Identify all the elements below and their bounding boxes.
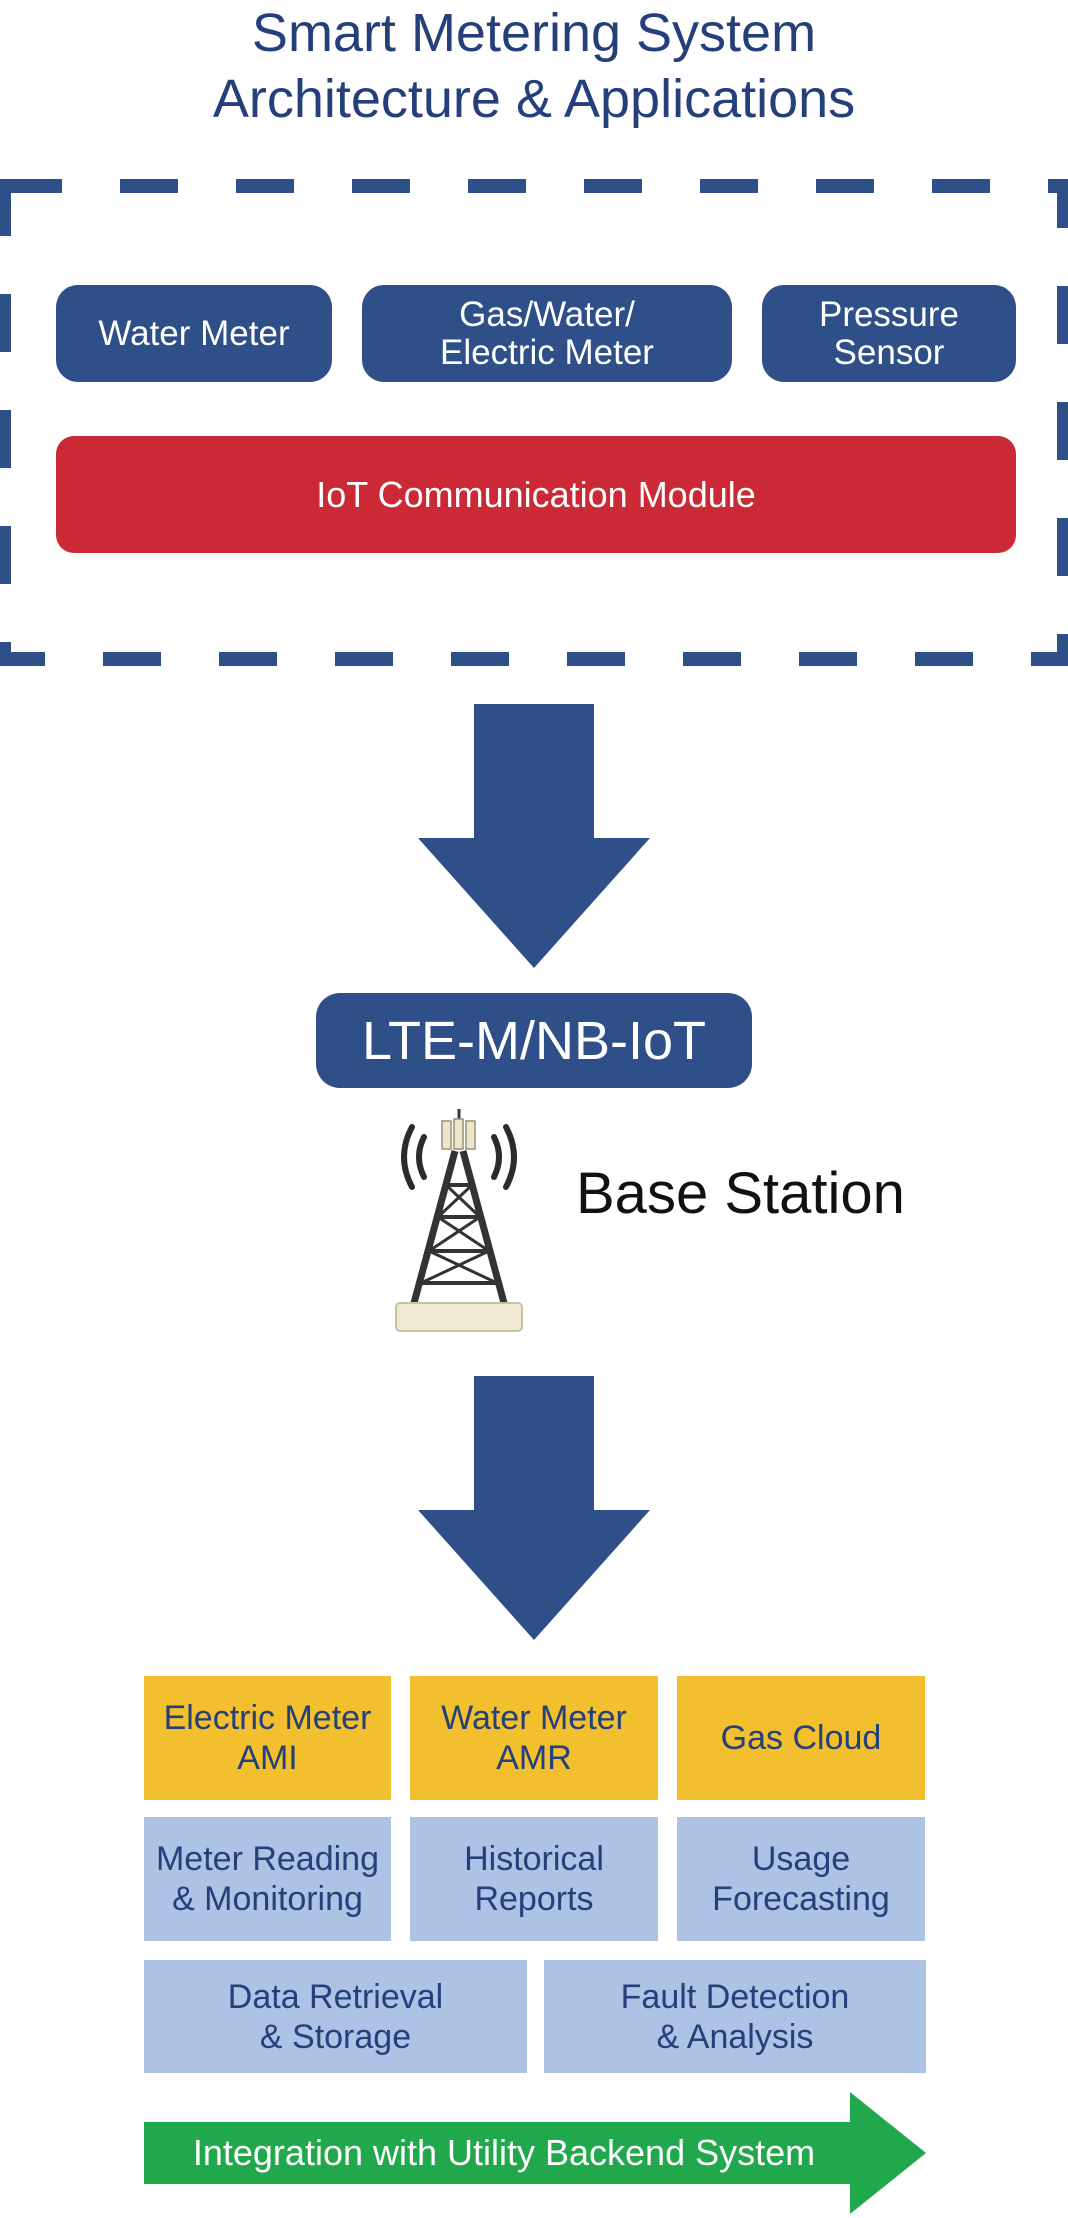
down-arrow-icon-2 bbox=[418, 1376, 650, 1640]
pressure-sensor-label-line-1: Pressure bbox=[818, 294, 960, 334]
gas-cloud-tile: Gas Cloud bbox=[677, 1676, 925, 1800]
water-meter-device: Water Meter bbox=[56, 285, 332, 382]
network-technology-badge: LTE-M/NB-IoT bbox=[316, 993, 752, 1088]
data-retrieval-tile: Data Retrieval & Storage bbox=[144, 1960, 527, 2073]
water-amr-line-1: Water Meter bbox=[441, 1699, 627, 1737]
fault-detection-tile: Fault Detection & Analysis bbox=[544, 1960, 926, 2073]
integration-label: Integration with Utility Backend System bbox=[192, 2132, 816, 2173]
down-arrow-icon bbox=[418, 704, 650, 968]
historical-reports-line-1: Historical bbox=[464, 1840, 604, 1878]
gas-cloud-label: Gas Cloud bbox=[720, 1719, 882, 1757]
title-line-1: Smart Metering System bbox=[251, 3, 817, 63]
meter-reading-tile: Meter Reading & Monitoring bbox=[144, 1817, 391, 1941]
base-station-label: Base Station bbox=[576, 1161, 905, 1226]
title-line-2: Architecture & Applications bbox=[212, 69, 856, 129]
network-label: LTE-M/NB-IoT bbox=[361, 1010, 706, 1071]
fault-detection-line-2: & Analysis bbox=[656, 2017, 814, 2056]
usage-forecasting-line-2: Forecasting bbox=[712, 1880, 890, 1918]
diagram-title: Smart Metering System Architecture & App… bbox=[0, 0, 1068, 132]
data-retrieval-line-2: & Storage bbox=[259, 2017, 412, 2056]
usage-forecasting-line-1: Usage bbox=[751, 1840, 851, 1878]
electric-meter-ami-tile: Electric Meter AMI bbox=[144, 1676, 391, 1800]
usage-forecasting-tile: Usage Forecasting bbox=[677, 1817, 925, 1941]
electric-ami-line-2: AMI bbox=[237, 1739, 298, 1777]
meter-reading-line-1: Meter Reading bbox=[155, 1840, 379, 1878]
pressure-sensor-device: Pressure Sensor bbox=[762, 285, 1016, 382]
water-amr-line-2: AMR bbox=[496, 1739, 572, 1777]
multi-meter-label-line-1: Gas/Water/ bbox=[459, 294, 635, 334]
historical-reports-tile: Historical Reports bbox=[410, 1817, 658, 1941]
pressure-sensor-label-line-2: Sensor bbox=[833, 332, 945, 372]
fault-detection-line-1: Fault Detection bbox=[620, 1977, 850, 2016]
device-group-frame bbox=[0, 179, 1068, 666]
historical-reports-line-2: Reports bbox=[474, 1880, 594, 1918]
data-retrieval-line-1: Data Retrieval bbox=[227, 1977, 444, 2016]
meter-reading-line-2: & Monitoring bbox=[172, 1880, 363, 1918]
electric-ami-line-1: Electric Meter bbox=[163, 1699, 372, 1737]
multi-meter-label-line-2: Electric Meter bbox=[440, 332, 654, 372]
water-meter-label: Water Meter bbox=[98, 313, 290, 353]
iot-communication-module: IoT Communication Module bbox=[56, 436, 1016, 553]
iot-module-label: IoT Communication Module bbox=[316, 473, 756, 515]
water-meter-amr-tile: Water Meter AMR bbox=[410, 1676, 658, 1800]
multi-meter-device: Gas/Water/ Electric Meter bbox=[362, 285, 732, 382]
cell-tower-icon bbox=[395, 1109, 523, 1332]
right-arrow-icon bbox=[144, 2092, 926, 2214]
